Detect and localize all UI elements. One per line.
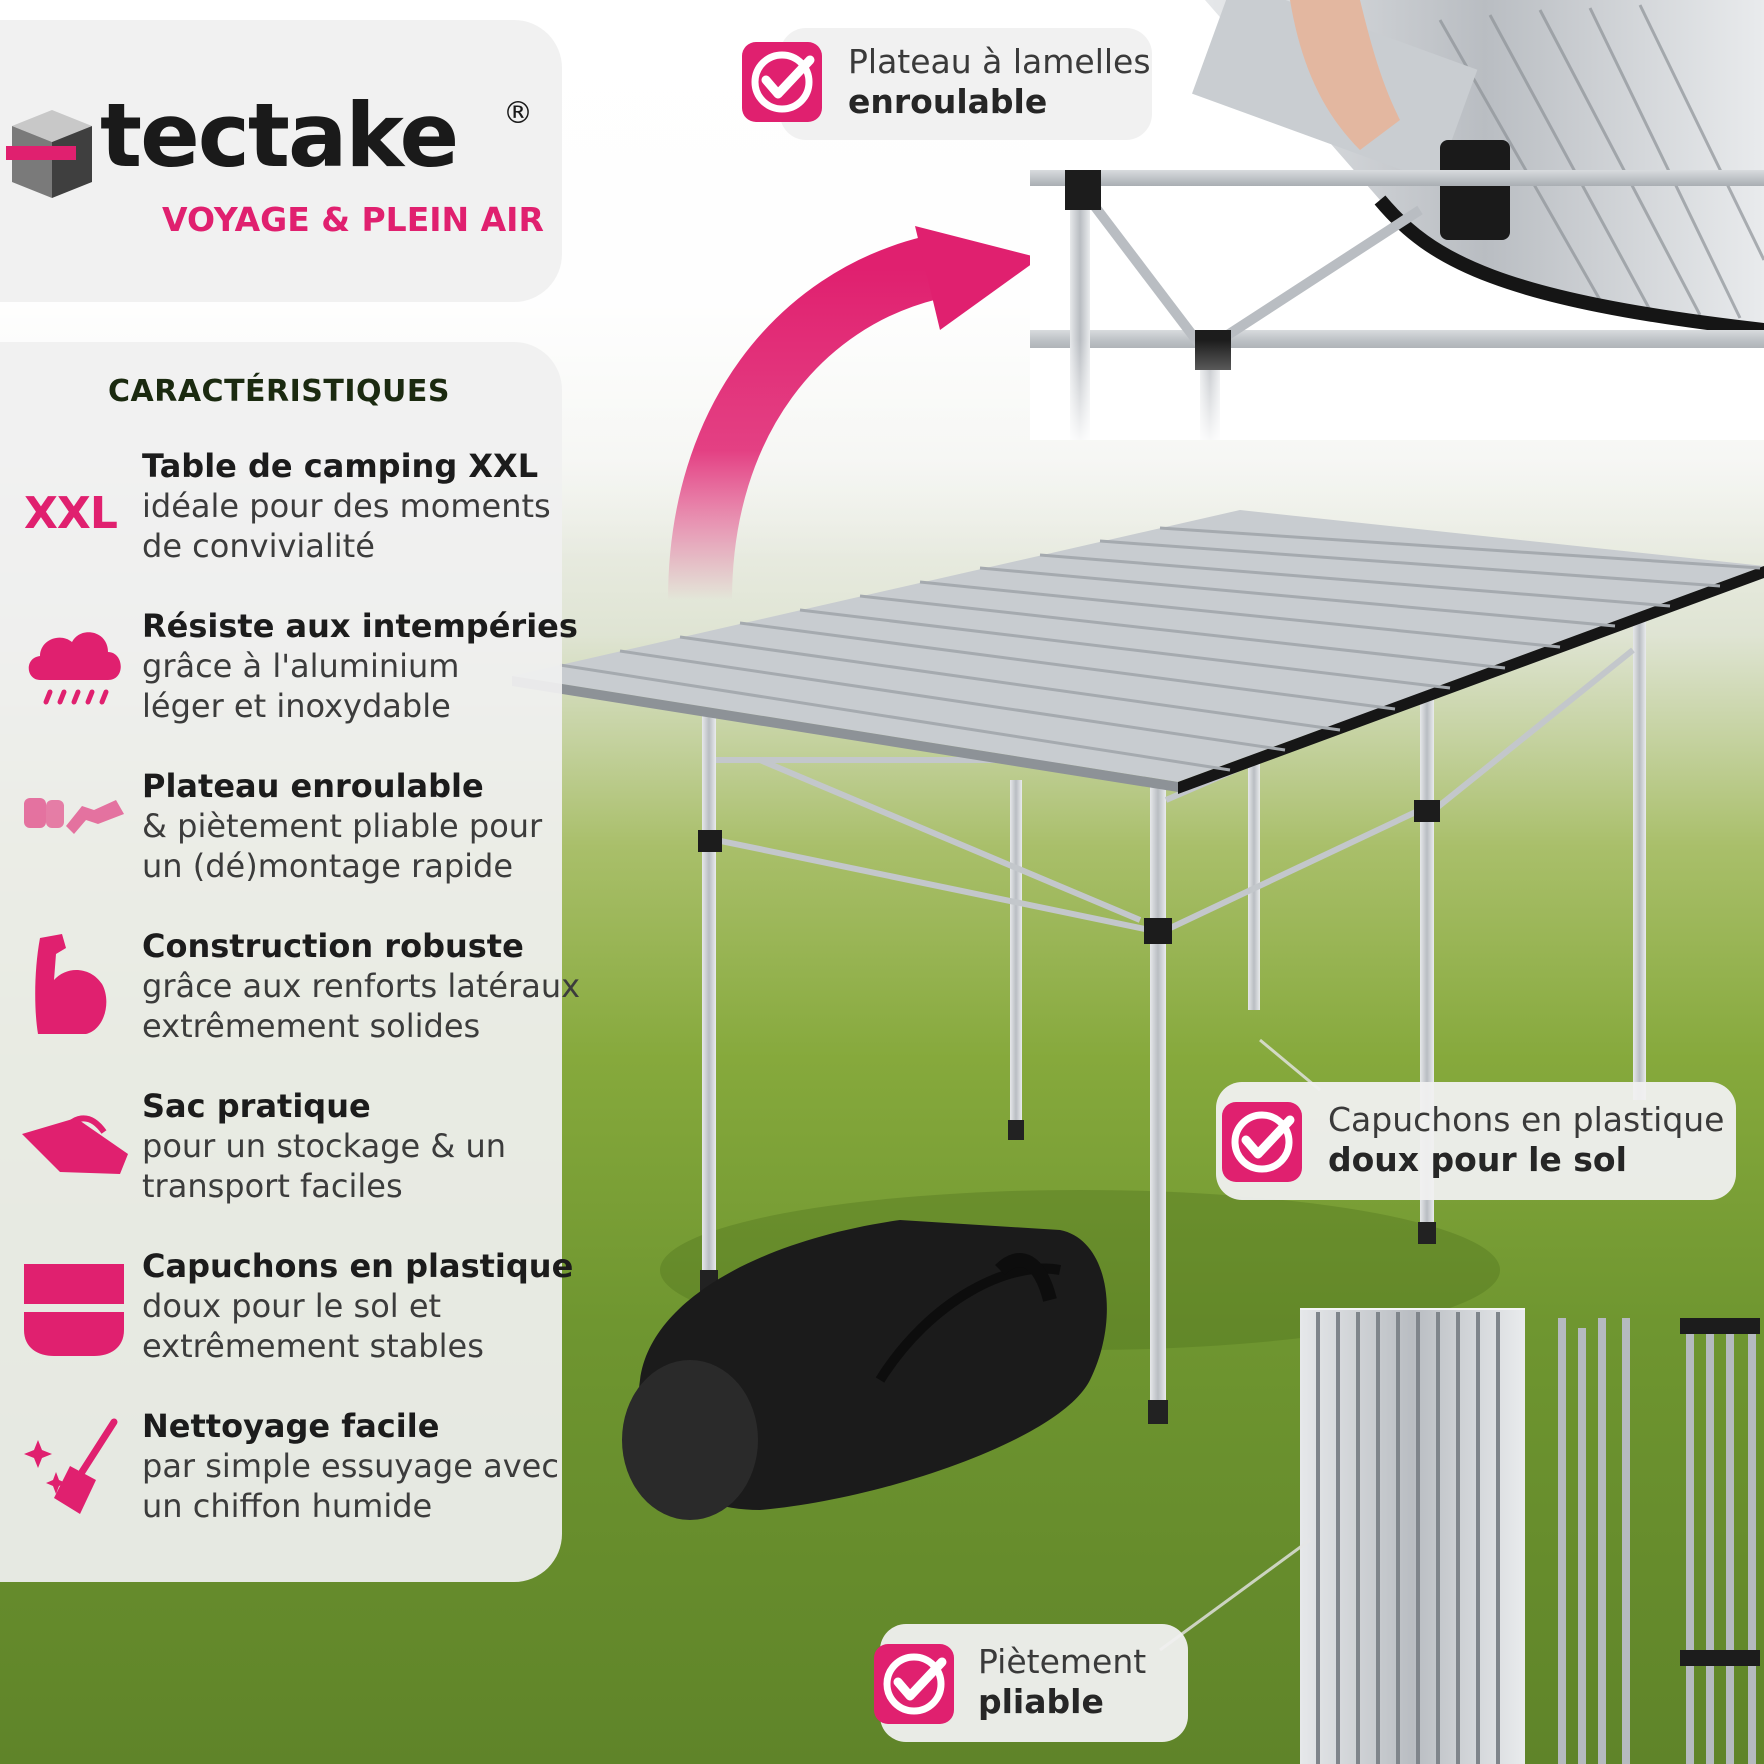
callout-rolled-top-line2: enroulable (848, 82, 1048, 121)
feature-heading: Table de camping XXL (142, 447, 539, 485)
feature-line: grâce aux renforts latéraux (142, 967, 581, 1005)
callout-pointers (1159, 1038, 1321, 1652)
feature-line: extrêmement solides (142, 1007, 481, 1045)
feature-line: un chiffon humide (142, 1487, 433, 1525)
feature-item: Résiste aux intempéries grâce à l'alumin… (142, 606, 578, 726)
xxl-badge-icon: XXL (24, 488, 118, 539)
feature-item: Construction robuste grâce aux renforts … (142, 926, 581, 1046)
logo-panel (0, 20, 562, 302)
feature-heading: Sac pratique (142, 1087, 371, 1125)
feature-line: grâce à l'aluminium (142, 647, 460, 685)
cube-logo-icon (6, 110, 92, 198)
check-icon (874, 1644, 954, 1724)
feature-line: par simple essuyage avec (142, 1447, 559, 1485)
feature-item: Sac pratique pour un stockage & un trans… (142, 1086, 562, 1206)
feature-heading: Construction robuste (142, 927, 524, 965)
feature-line: transport faciles (142, 1167, 403, 1205)
registered-mark: ® (503, 96, 533, 131)
carry-bag (622, 1220, 1107, 1520)
callout-legs-line1: Piètement (978, 1642, 1147, 1681)
feature-line: & piètement pliable pour (142, 807, 543, 845)
detail-folded-parts (1300, 1308, 1760, 1764)
brand-name: tectake (100, 84, 459, 187)
brand-tagline: VOYAGE & PLEIN AIR (162, 200, 544, 239)
curved-arrow-icon (668, 226, 1040, 601)
plastic-cap-icon (24, 1264, 124, 1356)
feature-heading: Nettoyage facile (142, 1407, 440, 1445)
callout-caps-line2: doux pour le sol (1328, 1140, 1627, 1179)
feature-item: Nettoyage facile par simple essuyage ave… (142, 1406, 562, 1526)
carry-bag-icon (22, 1115, 128, 1174)
callout-legs-line2: pliable (978, 1682, 1104, 1721)
callout-rolled-top-line1: Plateau à lamelles (848, 42, 1151, 81)
feature-line: extrêmement stables (142, 1327, 484, 1365)
callout-caps-line1: Capuchons en plastique (1328, 1100, 1725, 1139)
feature-heading: Capuchons en plastique (142, 1247, 574, 1285)
folding-legs-icon (24, 798, 124, 834)
callout-rolled-top (780, 28, 1152, 140)
feature-line: de convivialité (142, 527, 375, 565)
feature-item: Table de camping XXL idéale pour des mom… (142, 446, 562, 566)
features-panel (0, 342, 562, 1582)
feature-item: Capuchons en plastique doux pour le sol … (142, 1246, 574, 1366)
rain-cloud-icon (28, 632, 121, 705)
strong-arm-icon (35, 934, 107, 1034)
features-title: CARACTÉRISTIQUES (108, 374, 450, 409)
feature-line: pour un stockage & un (142, 1127, 507, 1165)
feature-item: Plateau enroulable & piètement pliable p… (142, 766, 562, 886)
check-icon (1222, 1102, 1302, 1182)
callout-caps (1216, 1082, 1736, 1200)
brand-logo (0, 20, 562, 302)
feature-heading: Résiste aux intempéries (142, 607, 578, 645)
feature-line: idéale pour des moments (142, 487, 551, 525)
feature-line: doux pour le sol et (142, 1287, 442, 1325)
feature-heading: Plateau enroulable (142, 767, 484, 805)
feature-line: un (dé)montage rapide (142, 847, 514, 885)
detail-rolled-top (1030, 0, 1764, 440)
camping-table (512, 510, 1764, 1424)
feature-line: léger et inoxydable (142, 687, 451, 725)
check-icon (742, 42, 822, 122)
cleaning-brush-icon (24, 1418, 118, 1514)
